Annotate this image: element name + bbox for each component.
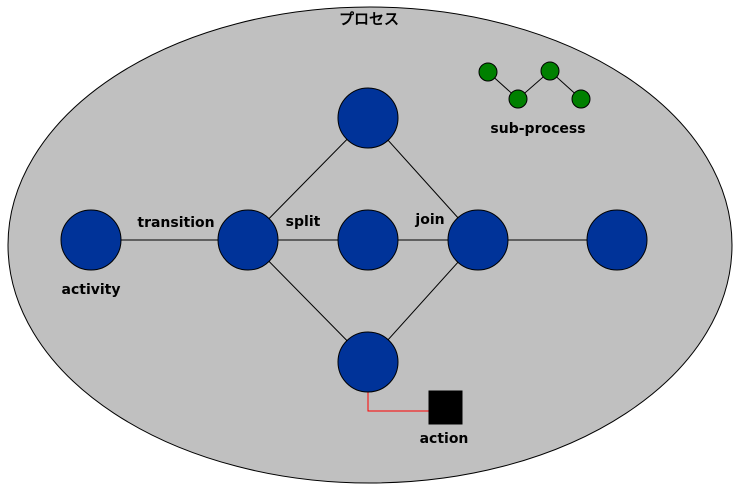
- sub-process-node-4: [571, 89, 591, 109]
- join-label: join: [414, 212, 444, 228]
- process-title: プロセス: [339, 10, 399, 28]
- activity-split: [217, 209, 279, 271]
- activity-join: [447, 209, 509, 271]
- activity-end: [586, 209, 648, 271]
- sub-process-node-3: [540, 61, 560, 81]
- activity-middle: [337, 209, 399, 271]
- sub-process-node-1: [478, 62, 498, 82]
- sub-process-node-2: [508, 89, 528, 109]
- activity-label: activity: [62, 282, 121, 298]
- activity-bottom: [337, 331, 399, 393]
- transition-label: transition: [137, 215, 214, 231]
- action-link: [367, 392, 430, 412]
- activity-top: [337, 87, 399, 149]
- activity-start: [60, 209, 122, 271]
- sub-process-graph: [478, 61, 591, 109]
- activity-nodes: [60, 87, 648, 393]
- action-square: [428, 390, 463, 425]
- split-label: split: [286, 214, 321, 230]
- action-label: action: [420, 431, 469, 447]
- sub-process-label: sub-process: [490, 121, 585, 137]
- sub-process-edges: [487, 70, 582, 100]
